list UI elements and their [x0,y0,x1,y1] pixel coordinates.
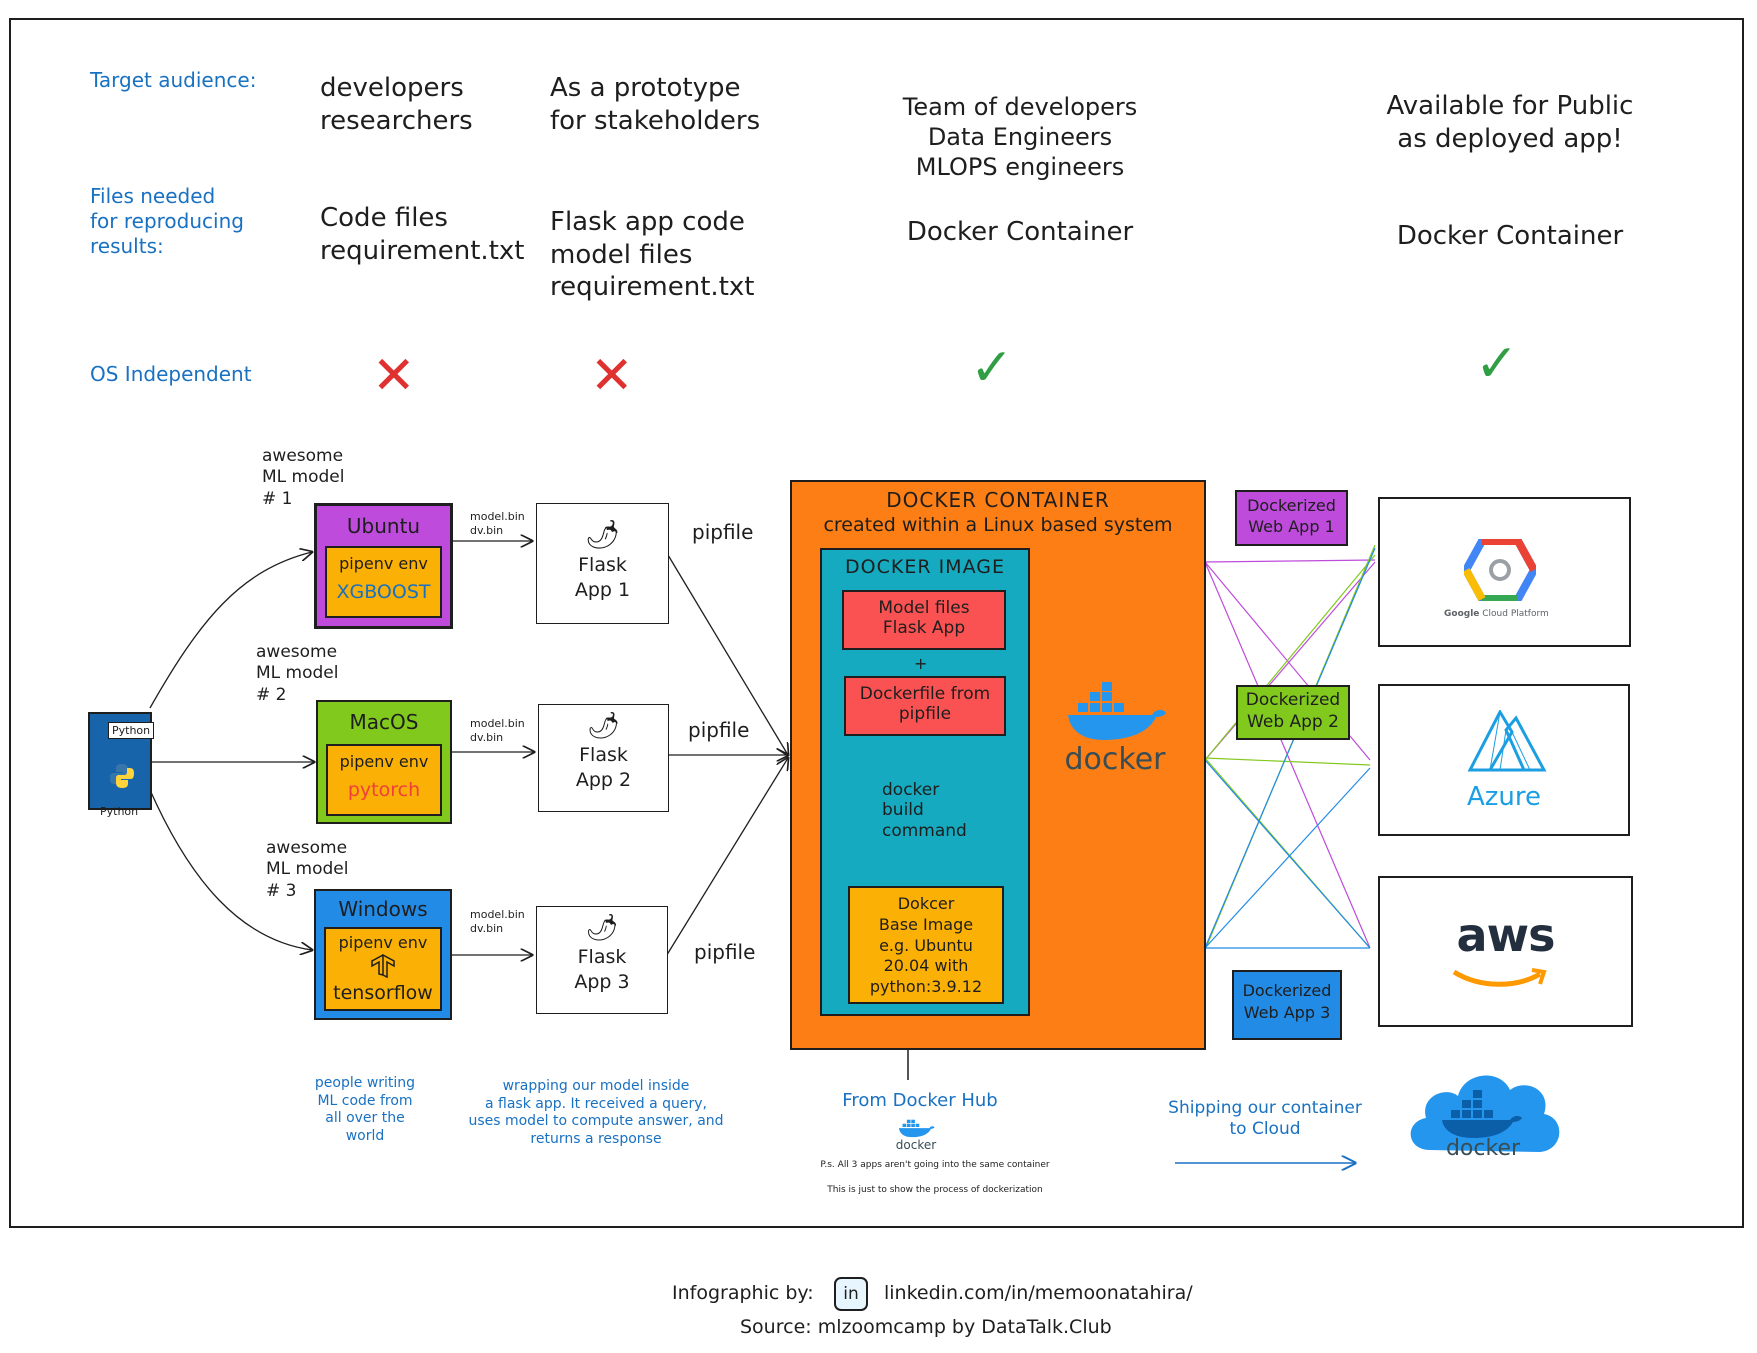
docker-container-box: DOCKER CONTAINER created within a Linux … [790,480,1206,1050]
os-independent-label: OS Independent [90,362,252,386]
web-app-1-label: Dockerized Web App 1 [1235,490,1348,546]
os-title: Ubuntu [346,514,421,538]
ps-note-1: P.s. All 3 apps aren't going into the sa… [820,1160,1050,1170]
gcp-logo-icon [1464,539,1536,601]
aws-smile-icon [1452,968,1547,987]
docker-build-label: docker build command [882,780,967,841]
docker-logo-text: docker [1064,742,1166,777]
gcp-box: Google Cloud Platform [1378,497,1631,647]
pipfile-label: pipfile [694,940,756,964]
ps-note-2: This is just to show the process of dock… [827,1185,1043,1195]
model-caption: awesome ML model # 2 [256,642,339,705]
docker-cloud-icon: docker [1400,1060,1566,1170]
os-box-ubuntu: Ubuntu pipenv env XGBOOST [314,503,453,629]
docker-cloud-logo-text: docker [1445,1136,1521,1161]
azure-box: Azure [1378,684,1630,836]
shipping-note: Shipping our container to Cloud [1168,1098,1362,1140]
dockerfile-box: Dockerfile from pipfile [844,676,1006,736]
linkedin-link[interactable]: linkedin.com/in/memoonatahira/ [884,1282,1193,1304]
artifacts-label: model.bin dv.bin [470,510,525,537]
flask-label: Flask App 1 [574,554,631,601]
env-label: pipenv env [339,554,428,573]
model-caption: awesome ML model # 3 [266,838,349,901]
artifacts-label: model.bin dv.bin [470,717,525,744]
target-audience-col2: As a prototype for stakeholders [550,73,761,136]
web-app-2-label: Dockerized Web App 2 [1236,685,1350,740]
docker-hub-logo-icon: docker [890,1116,942,1152]
os-box-macos: MacOS pipenv env pytorch [316,700,452,824]
files-needed-label: Files needed for reproducing results: [90,184,244,258]
azure-logo-icon [1467,710,1547,772]
people-note: people writing ML code from all over the… [314,1075,416,1144]
docker-logo-icon: docker [1060,682,1170,777]
os-box-windows: Windows pipenv env tensorflow [314,889,452,1020]
files-needed-col1: Code files requirement.txt [320,203,525,266]
wrapping-note: wrapping our model inside a flask app. I… [468,1078,724,1147]
flask-label: Flask App 2 [575,744,632,791]
tensorflow-icon [371,953,395,979]
python-label: Python [100,805,139,818]
flask-app-box: 🌶︎ Flask App 3 [536,906,668,1014]
lib-label: XGBOOST [336,581,431,603]
docker-image-box: DOCKER IMAGE Model files Flask App + Doc… [820,548,1030,1016]
pipfile-label: pipfile [692,520,754,544]
cross-icon: ✕ [590,346,634,406]
azure-label: Azure [1466,782,1542,812]
lib-label: tensorflow [333,982,433,1004]
python-tag: Python [108,722,155,739]
docker-hub-logo-text: docker [895,1138,937,1152]
target-audience-col3: Team of developers Data Engineers MLOPS … [902,93,1138,181]
python-logo-icon [110,764,134,788]
files-needed-col4: Docker Container [1396,221,1624,251]
cross-icon: ✕ [372,346,416,406]
source-label: Source: mlzoomcamp by DataTalk.Club [740,1316,1112,1338]
web-app-3-label: Dockerized Web App 3 [1232,970,1342,1040]
docker-container-subtitle: created within a Linux based system [823,514,1173,536]
aws-label: aws [1456,908,1556,962]
os-title: MacOS [349,710,419,734]
gcp-rest-text: Cloud Platform [1482,609,1549,619]
gcp-label: Google Cloud Platform [1444,609,1549,619]
files-needed-col3: Docker Container [906,217,1134,247]
docker-container-title: DOCKER CONTAINER [886,488,1110,512]
os-title: Windows [338,897,428,921]
target-audience-label: Target audience: [90,68,257,92]
artifacts-label: model.bin dv.bin [470,908,525,935]
files-needed-col2: Flask app code model files requirement.t… [550,207,755,302]
flask-label: Flask App 3 [574,946,630,993]
pipfile-label: pipfile [688,718,750,742]
target-audience-col1: developers researchers [320,73,473,136]
env-box: pipenv env tensorflow [324,927,442,1011]
env-box: pipenv env XGBOOST [325,546,442,618]
env-label: pipenv env [339,752,429,771]
docker-image-title: DOCKER IMAGE [845,556,1005,578]
diagram-frame [9,18,1744,1228]
docker-hub-label: From Docker Hub [842,1090,998,1111]
target-audience-col4: Available for Public as deployed app! [1386,91,1634,154]
env-box: pipenv env pytorch [326,744,442,816]
check-icon: ✓ [1475,334,1519,394]
infographic-label: Infographic by: [672,1282,814,1304]
flask-app-box: 🌶︎ Flask App 2 [538,704,669,812]
python-box: Python [88,712,155,810]
gcp-google-text: Google [1444,609,1480,619]
check-icon: ✓ [970,338,1014,398]
lib-label: pytorch [347,779,421,801]
base-image-box: Dokcer Base Image e.g. Ubuntu 20.04 with… [848,886,1004,1004]
plus-sign: + [914,654,928,673]
model-files-box: Model files Flask App [842,590,1006,650]
flask-app-box: 🌶︎ Flask App 1 [536,503,669,624]
flask-icon: 🌶︎ [585,913,619,943]
aws-box: aws [1378,876,1633,1027]
flask-icon: 🌶︎ [586,711,620,741]
flask-icon: 🌶︎ [584,518,621,551]
model-caption: awesome ML model # 1 [262,446,345,509]
env-label: pipenv env [338,933,428,952]
linkedin-icon[interactable]: in [834,1277,868,1311]
